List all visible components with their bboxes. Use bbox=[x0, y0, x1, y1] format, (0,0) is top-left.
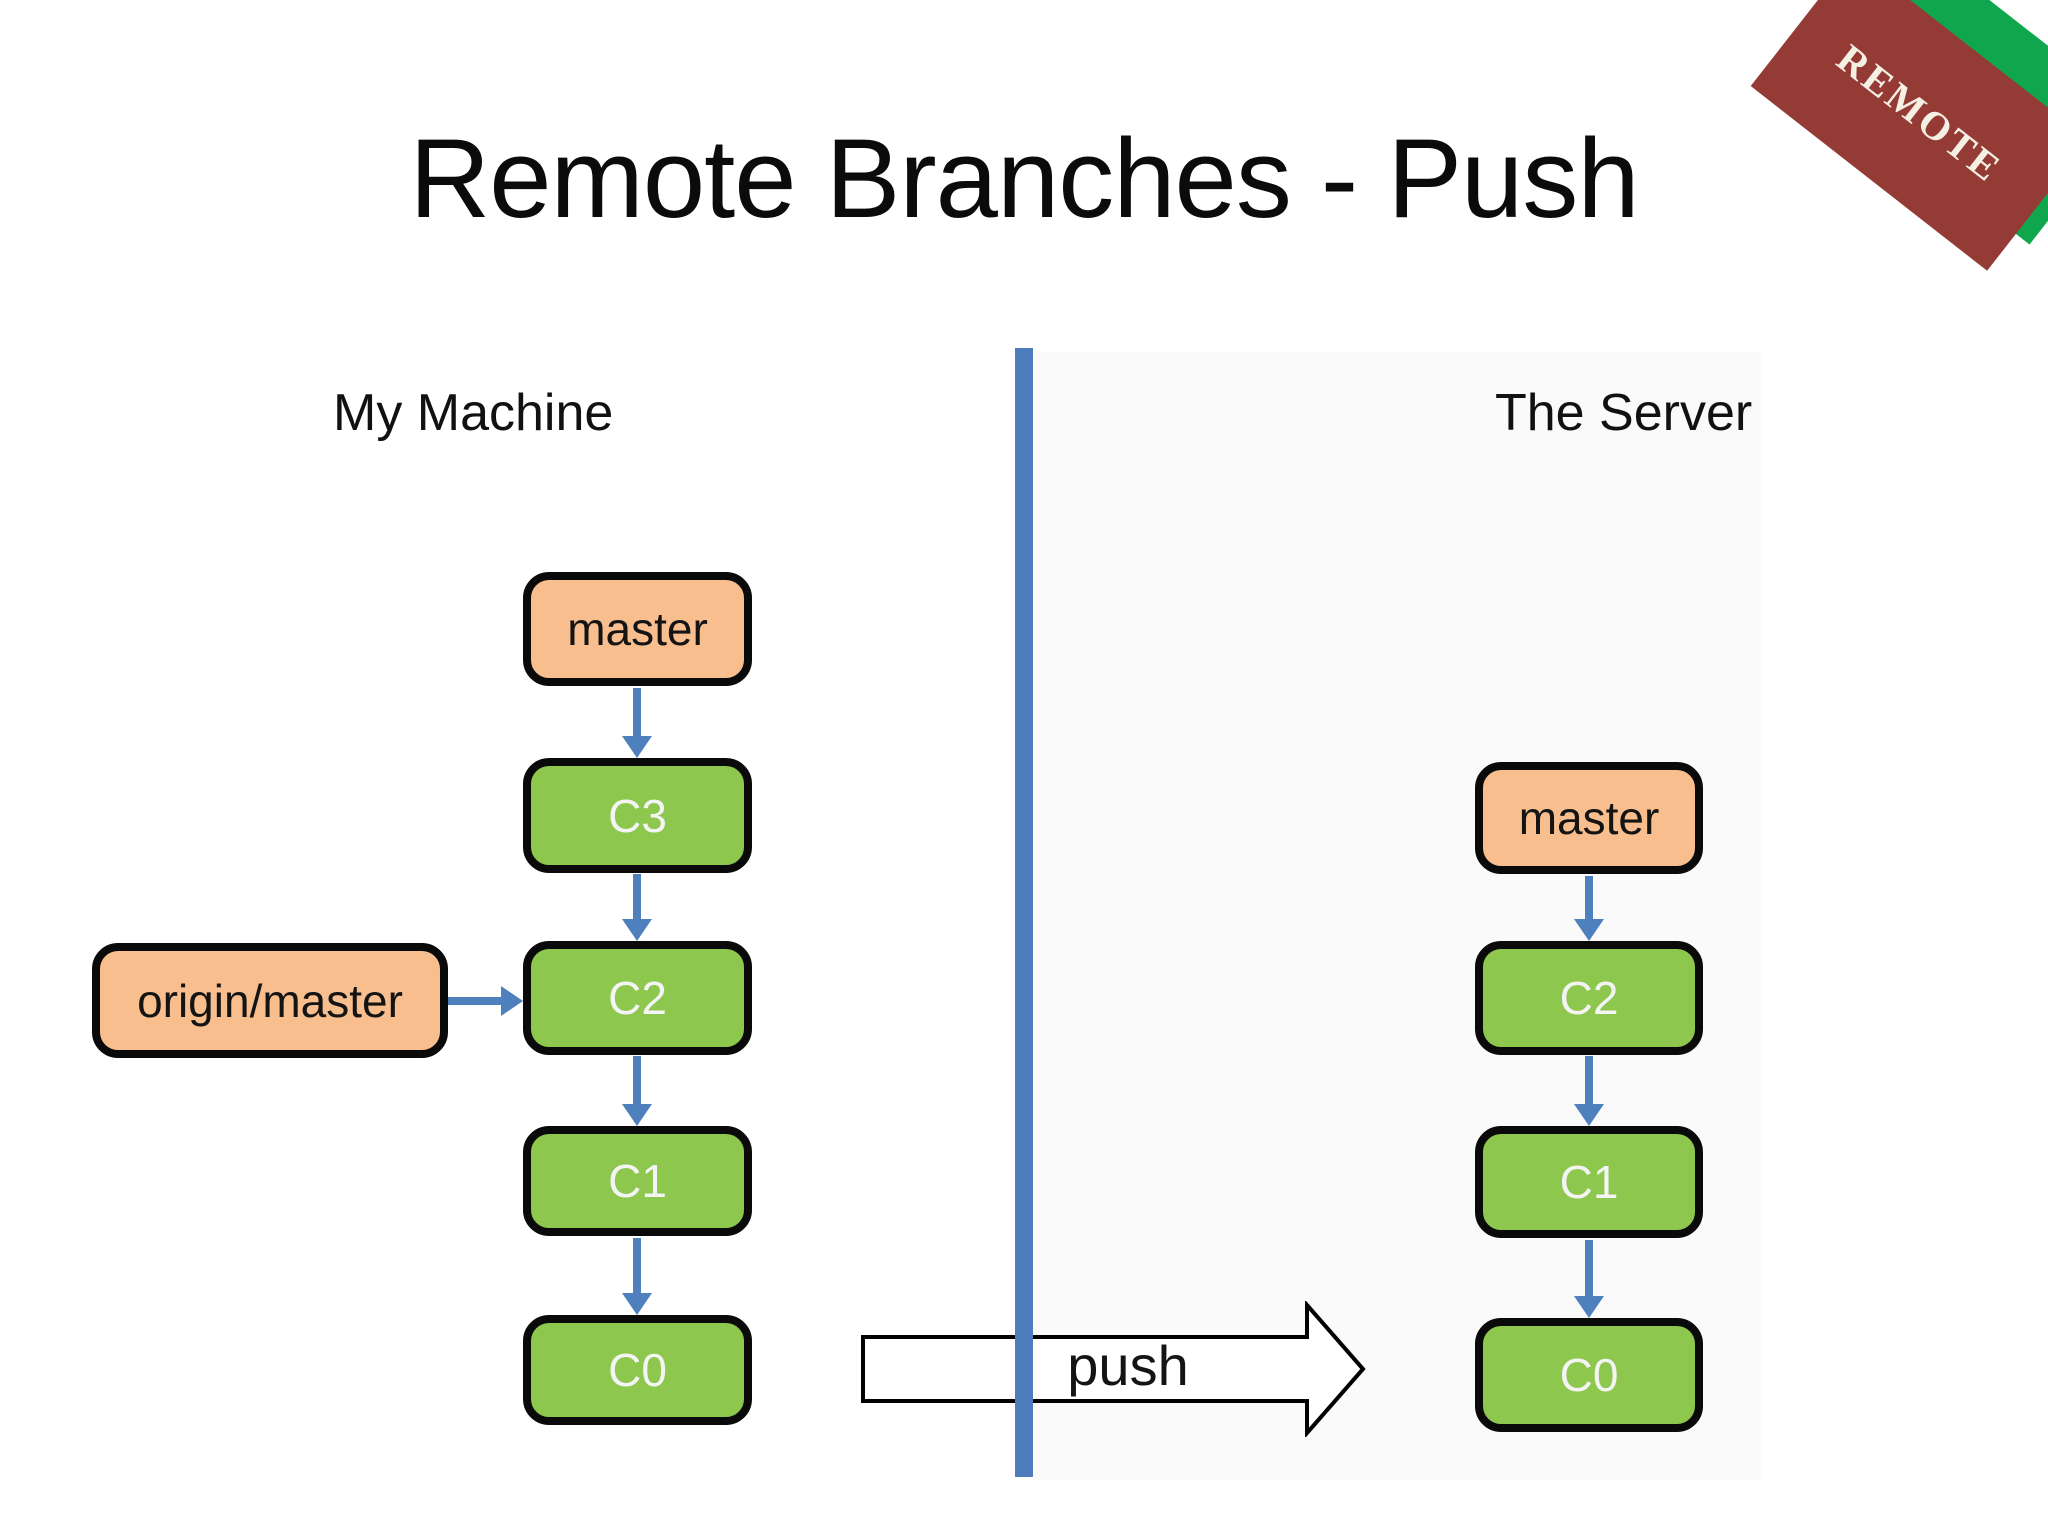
my-machine-label: My Machine bbox=[333, 384, 614, 442]
local-commit-c1-label: C1 bbox=[608, 1155, 667, 1207]
arrow-server-master-to-c2-icon bbox=[1574, 876, 1604, 941]
remote-badge-label: REMOTE bbox=[1828, 34, 2011, 191]
server-commit-c0: C0 bbox=[1475, 1318, 1703, 1432]
server-commit-c2-label: C2 bbox=[1559, 972, 1619, 1024]
local-commit-c2: C2 bbox=[523, 941, 752, 1055]
server-commit-c1: C1 bbox=[1475, 1126, 1703, 1238]
local-commit-c0-label: C0 bbox=[608, 1344, 667, 1396]
push-arrow-label: push bbox=[1067, 1334, 1189, 1397]
push-arrow-icon bbox=[860, 1299, 1368, 1442]
arrow-master-to-c3-icon bbox=[622, 688, 652, 758]
the-server-label: The Server bbox=[1495, 384, 1753, 442]
server-commit-c1-label: C1 bbox=[1559, 1156, 1619, 1208]
local-master-tag-label: master bbox=[567, 603, 708, 655]
arrow-server-c1-to-c0-icon bbox=[1574, 1240, 1604, 1318]
origin-master-tag-label: origin/master bbox=[137, 974, 403, 1027]
local-commit-c3: C3 bbox=[523, 758, 752, 873]
local-master-tag: master bbox=[523, 572, 752, 686]
local-commit-c0: C0 bbox=[523, 1315, 752, 1425]
server-commit-c2: C2 bbox=[1475, 941, 1703, 1055]
server-commit-c0-label: C0 bbox=[1559, 1349, 1619, 1401]
arrow-server-c2-to-c1-icon bbox=[1574, 1056, 1604, 1126]
arrow-c1-to-c0-icon bbox=[622, 1238, 652, 1315]
server-side-backdrop bbox=[1033, 352, 1761, 1480]
server-master-tag-label: master bbox=[1518, 792, 1660, 844]
machine-server-divider bbox=[1015, 348, 1033, 1477]
arrow-origin-master-to-c2-icon bbox=[448, 986, 523, 1016]
local-commit-c1: C1 bbox=[523, 1126, 752, 1236]
server-master-tag: master bbox=[1475, 762, 1703, 874]
origin-master-tag: origin/master bbox=[92, 943, 448, 1058]
arrow-c3-to-c2-icon bbox=[622, 874, 652, 941]
arrow-c2-to-c1-icon bbox=[622, 1056, 652, 1126]
slide-title: Remote Branches - Push bbox=[409, 116, 1639, 241]
local-commit-c2-label: C2 bbox=[608, 972, 667, 1024]
local-commit-c3-label: C3 bbox=[608, 789, 667, 842]
